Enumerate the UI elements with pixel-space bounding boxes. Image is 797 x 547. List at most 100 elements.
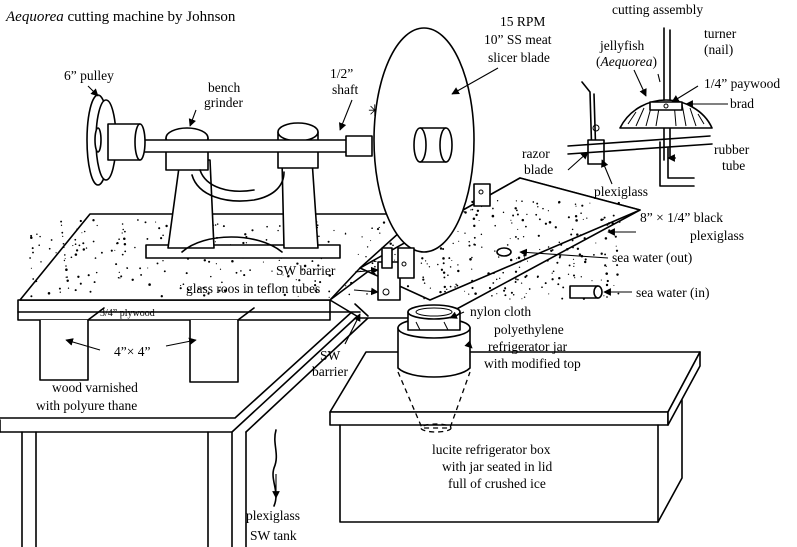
speckle-dot [165, 224, 168, 228]
speckle-dot [357, 253, 359, 255]
speckle-dot [121, 223, 124, 225]
speckle-dot [595, 242, 597, 244]
speckle-dot [518, 266, 521, 269]
speckle-dot [214, 224, 217, 226]
speckle-dot [579, 234, 582, 237]
label-turner-line1: turner [704, 26, 737, 41]
speckle-dot [146, 237, 149, 240]
speckle-dot [75, 249, 79, 252]
label-sw-barrier-bottom-line2: barrier [312, 364, 348, 379]
label-black-plexi-line1: 8” × 1/4” black [640, 210, 723, 225]
speckle-dot [55, 252, 57, 254]
speckle-dot [442, 257, 445, 260]
speckle-dot [473, 236, 476, 239]
speckle-dot [60, 224, 63, 226]
speckle-dot [614, 235, 617, 238]
speckle-dot [568, 264, 571, 267]
label-sw-barrier-bottom-line1: SW [320, 348, 341, 363]
speckle-dot [187, 288, 190, 291]
speckle-dot [421, 257, 424, 260]
speckle-dot [298, 279, 301, 282]
speckle-dot [361, 236, 363, 238]
speckle-dot [156, 262, 159, 265]
speckle-dot [556, 261, 559, 264]
label-rubber-line2: tube [722, 158, 745, 173]
speckle-dot [575, 219, 578, 222]
speckle-dot [604, 264, 607, 267]
speckle-dot [612, 214, 615, 217]
label-four-by-four: 4”× 4” [114, 344, 150, 359]
label-bench-grinder-line2: grinder [204, 95, 243, 110]
speckle-dot [591, 280, 593, 282]
speckle-dot [382, 221, 386, 224]
speckle-dot [603, 295, 605, 297]
speckle-dot [62, 235, 64, 238]
speckle-dot [82, 242, 85, 245]
speckle-dot [422, 276, 425, 279]
speckle-dot [532, 201, 535, 203]
label-pulley: 6” pulley [64, 68, 114, 83]
speckle-dot [583, 260, 587, 264]
speckle-dot [36, 233, 38, 235]
speckle-dot [446, 288, 448, 290]
speckle-dot [578, 253, 582, 256]
speckle-dot [344, 233, 347, 235]
diagram-title: Aequorea cutting machine by Johnson [5, 9, 236, 25]
sw-barrier-assembly [329, 183, 491, 317]
speckle-dot [243, 274, 246, 277]
speckle-dot [314, 280, 317, 282]
speckle-dot [316, 224, 319, 227]
speckle-dot [541, 286, 543, 289]
speckle-dot [617, 292, 620, 295]
speckle-dot [567, 216, 570, 219]
speckle-dot [35, 281, 37, 283]
speckle-dot [317, 264, 320, 267]
label-glass-rods: glass roos in teflon tubes [186, 281, 320, 296]
speckle-dot [95, 271, 98, 274]
speckle-dot [589, 202, 591, 204]
speckle-dot [376, 228, 380, 231]
speckle-dot [605, 266, 607, 267]
speckle-dot [265, 239, 268, 241]
speckle-dot [464, 290, 466, 292]
speckle-dot [39, 235, 41, 238]
slicer-blade-disc [373, 27, 475, 253]
speckle-dot [471, 200, 474, 204]
speckle-dot [350, 281, 353, 285]
label-blade-line2: 10” SS meat [484, 32, 552, 47]
speckle-dot [575, 205, 577, 207]
speckle-dot [552, 270, 555, 273]
speckle-dot [509, 238, 511, 240]
speckle-dot [519, 261, 522, 263]
label-lucite-line1: lucite refrigerator box [432, 442, 551, 457]
speckle-dot [451, 259, 453, 262]
label-rubber-line1: rubber [714, 142, 750, 157]
speckle-dot [603, 216, 606, 219]
speckle-dot [443, 285, 446, 289]
speckle-dot [617, 201, 620, 205]
speckle-dot [77, 275, 80, 278]
speckle-dot [313, 268, 315, 271]
speckle-dot [222, 225, 225, 228]
speckle-dot [471, 268, 473, 270]
label-plexi-tank-line2: SW tank [250, 528, 297, 543]
speckle-dot [606, 279, 609, 283]
speckle-dot [72, 245, 74, 247]
speckle-dot [64, 254, 66, 256]
speckle-dot [59, 291, 61, 293]
speckle-dot [123, 237, 126, 241]
speckle-dot [61, 231, 64, 234]
speckle-dot [295, 279, 297, 281]
speckle-dot [366, 293, 368, 295]
speckle-dot [424, 260, 427, 262]
label-sea-water-out: sea water (out) [612, 250, 692, 265]
label-nylon-cloth: nylon cloth [470, 304, 531, 319]
label-black-plexi-line2: plexiglass [690, 228, 744, 243]
speckle-dot [481, 246, 483, 248]
speckle-dot [548, 293, 550, 295]
speckle-dot [473, 243, 476, 246]
polyethylene-jar [397, 304, 471, 433]
speckle-dot [74, 289, 77, 292]
speckle-dot [373, 260, 376, 263]
speckle-dot [287, 275, 290, 278]
